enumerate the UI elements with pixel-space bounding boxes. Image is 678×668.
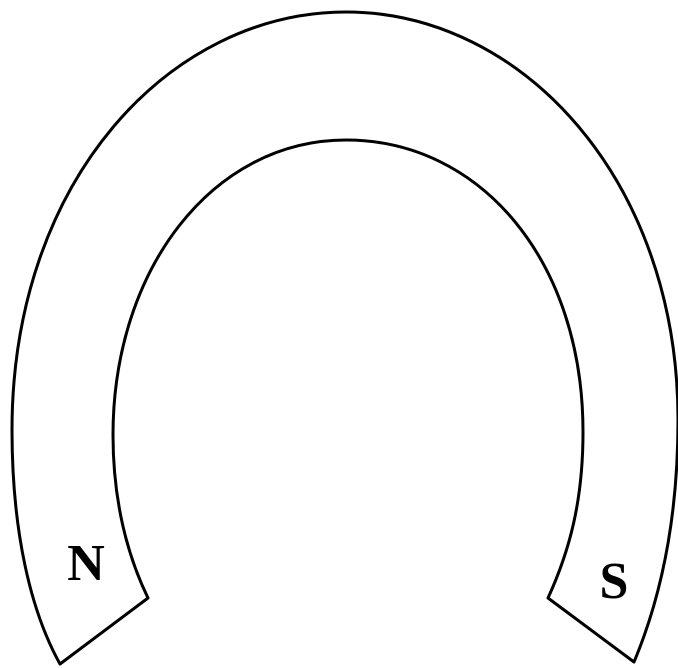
north-pole-label: N [67,535,105,592]
south-pole-label: S [600,553,629,610]
horseshoe-magnet-body [12,12,678,664]
